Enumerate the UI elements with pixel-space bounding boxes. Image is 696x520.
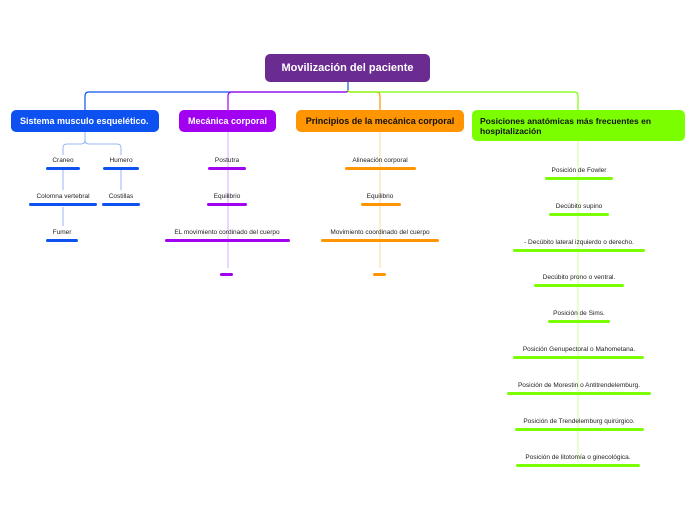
leaf-postutra[interactable]: Postutra (214, 157, 240, 164)
leaf-humero[interactable]: Humero (109, 157, 133, 164)
connector-root-b1 (84, 82, 349, 110)
connector-root-b3 (347, 89, 381, 110)
leaf-underline (516, 464, 640, 467)
connector-root-b2 (227, 89, 349, 110)
leaf-decubito-prono[interactable]: Decúbito prono o ventral. (542, 274, 616, 281)
leaf-underline (361, 203, 401, 206)
leaf-underline (29, 203, 97, 206)
leaf-posicion-morestin[interactable]: Posición de Morestin o Antitrendelemburg… (517, 382, 641, 389)
leaf-underline (513, 356, 644, 359)
leaf-equilibrio-principios[interactable]: Equilibrio (366, 193, 394, 200)
leaf-underline (515, 428, 644, 431)
connector-b1-split (62, 132, 122, 155)
branch-principios-mecanica[interactable]: Principios de la mecánica corporal (296, 110, 464, 132)
branch-sistema-musculo[interactable]: Sistema musculo esquelético. (11, 110, 159, 132)
leaf-underline (165, 239, 290, 242)
leaf-underline (534, 284, 624, 287)
leaf-underline (103, 167, 139, 170)
leaf-movimiento-coordinado[interactable]: Movimiento coordinado del cuerpo (330, 229, 430, 236)
leaf-equilibrio[interactable]: Equilibrio (213, 193, 241, 200)
empty-leaf-node[interactable] (373, 273, 386, 276)
leaf-underline (46, 167, 80, 170)
leaf-fumer[interactable]: Fumer (52, 229, 72, 236)
leaf-decubito-lateral[interactable]: - Decúbito lateral izquierdo o derecho. (524, 239, 634, 246)
leaf-underline (549, 213, 609, 216)
leaf-posicion-fowler[interactable]: Posición de Fowler (551, 167, 607, 174)
leaf-decubito-supino[interactable]: Decúbito supino (555, 203, 603, 210)
leaf-costillas[interactable]: Costillas (108, 193, 134, 200)
leaf-alineacion-corporal[interactable]: Alineación corporal (352, 157, 408, 164)
leaf-posicion-litotomia[interactable]: Posición de litotomía o ginecológica. (525, 454, 631, 461)
leaf-underline (46, 239, 78, 242)
leaf-underline (545, 177, 613, 180)
root-topic[interactable]: Movilización del paciente (265, 54, 430, 82)
leaf-movimiento-cordinado[interactable]: EL movimiento cordinado del cuerpo (174, 229, 280, 236)
leaf-posicion-sims[interactable]: Posición de Sims. (553, 310, 605, 317)
leaf-colomna-vertebral[interactable]: Colomna vertebral (36, 193, 90, 200)
branch-posiciones-anatomicas[interactable]: Posiciones anatómicas más frecuentes en … (472, 110, 685, 141)
empty-leaf-node[interactable] (220, 273, 233, 276)
leaf-posicion-trendelemburg[interactable]: Posición de Trendelemburg quirúrgico. (523, 418, 635, 425)
leaf-underline (208, 167, 246, 170)
leaf-underline (102, 203, 140, 206)
leaf-craneo[interactable]: Craneo (52, 157, 74, 164)
leaf-underline (507, 392, 651, 395)
leaf-underline (207, 203, 247, 206)
leaf-posicion-genupectoral[interactable]: Posición Genupectoral o Mahometana. (522, 346, 636, 353)
leaf-underline (513, 249, 645, 252)
leaf-underline (321, 239, 439, 242)
leaf-underline (548, 320, 610, 323)
branch-mecanica-corporal[interactable]: Mecánica corporal (179, 110, 276, 132)
connector-root-b4 (347, 89, 579, 110)
leaf-underline (345, 167, 416, 170)
